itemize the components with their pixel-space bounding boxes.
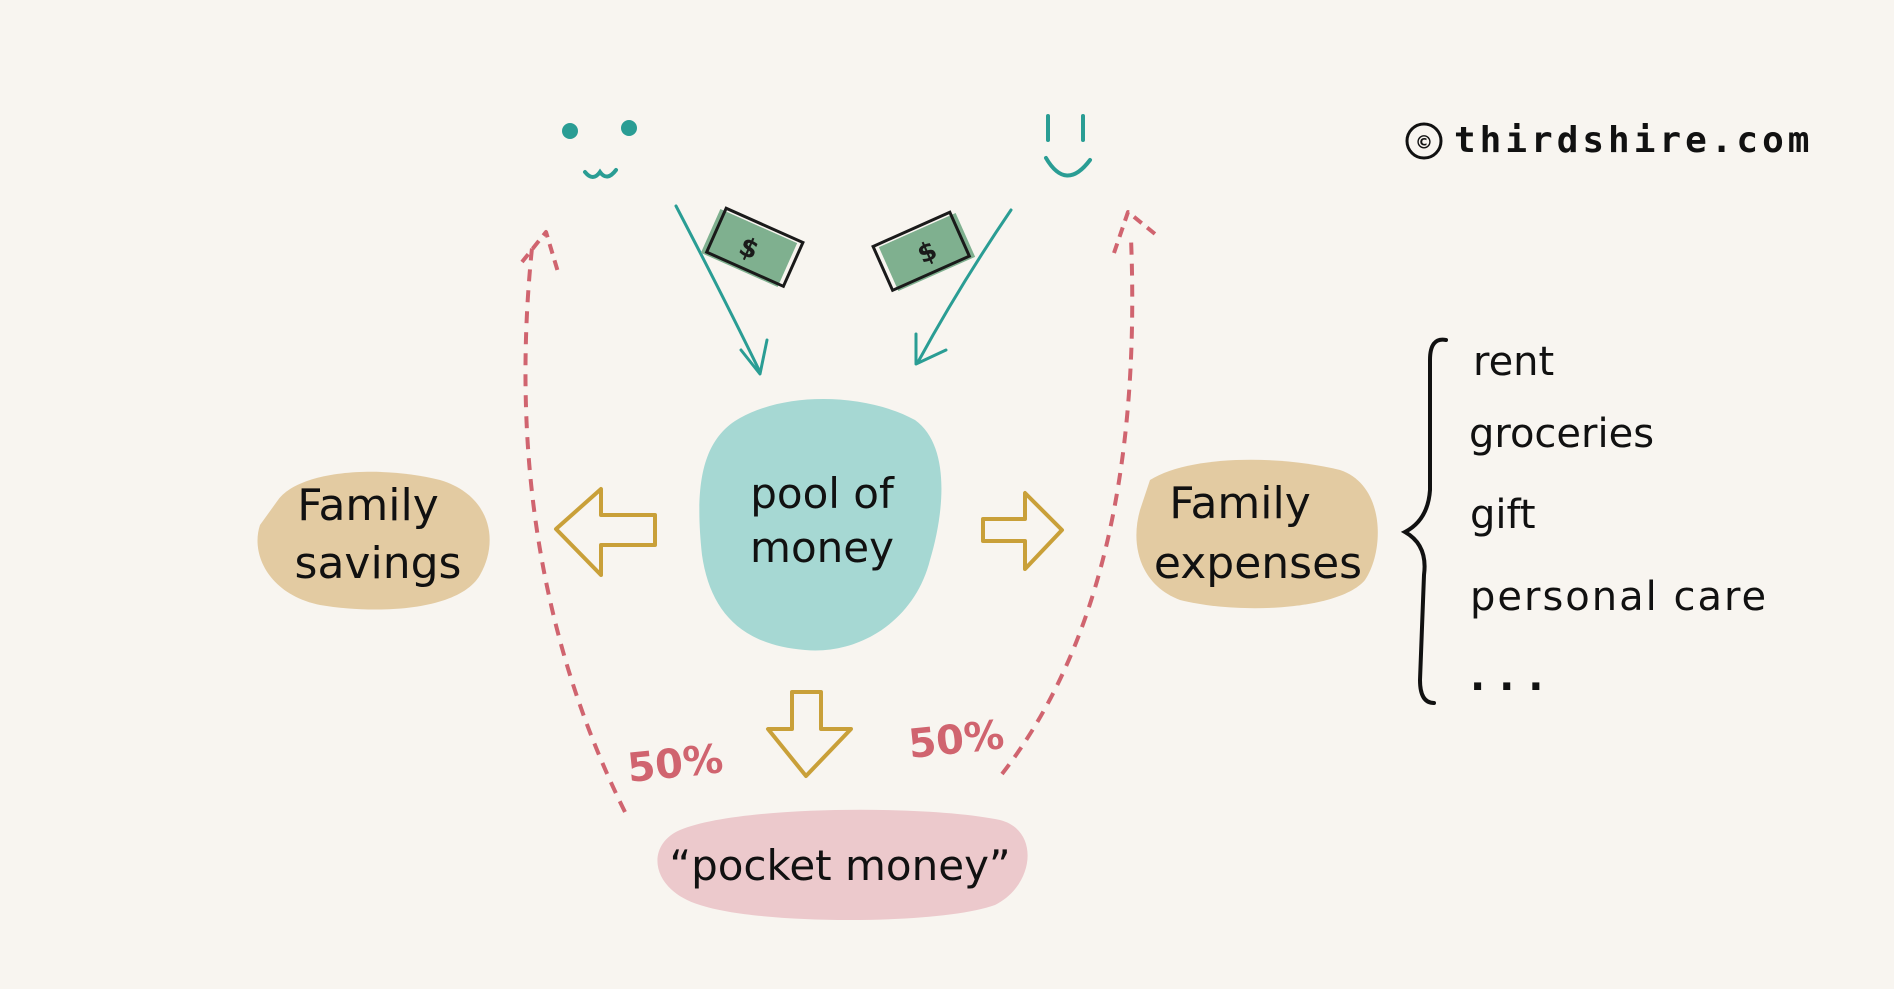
expense-item-more: . . . [1470, 654, 1543, 700]
pocket-money-blob [657, 809, 1028, 920]
expense-list-brace [1400, 337, 1448, 705]
happy-face-icon-left [562, 120, 637, 179]
income-arrow-left [674, 204, 769, 376]
pool-of-money-blob [699, 399, 942, 651]
smiley-face-icon-right [1044, 114, 1092, 178]
credit-label: © thirdshire.com [1405, 120, 1813, 161]
pool-label-line2: money [750, 523, 894, 572]
left-split-percent: 50% [625, 736, 725, 792]
savings-label-line2: savings [295, 538, 462, 589]
pocket-money-return-arrow-right [1000, 210, 1162, 776]
arrow-to-expenses [981, 491, 1064, 571]
pool-label-line1: pool of [750, 469, 895, 518]
credit-text: thirdshire.com [1454, 120, 1813, 161]
pocket-money-label: “pocket money” [669, 841, 1010, 890]
family-expenses-blob [1136, 459, 1378, 609]
expense-item-gift: gift [1470, 492, 1536, 538]
pocket-money-return-arrow-left [520, 230, 627, 813]
family-savings-blob [257, 471, 490, 610]
dollar-bill-icon: $ [871, 210, 976, 293]
right-split-percent: 50% [906, 712, 1006, 768]
expenses-label-line1: Family [1169, 478, 1311, 529]
savings-label-line1: Family [297, 480, 439, 531]
expense-item-rent: rent [1473, 339, 1554, 385]
expenses-label-line2: expenses [1154, 538, 1362, 589]
expense-item-groceries: groceries [1469, 411, 1654, 457]
dollar-bill-icon: $ [700, 206, 805, 289]
income-arrow-right [914, 208, 1013, 366]
arrow-to-savings [554, 487, 657, 577]
expense-item-personal-care: personal care [1470, 574, 1768, 620]
arrow-to-pocket-money [766, 690, 853, 778]
copyright-symbol: © [1417, 131, 1431, 156]
